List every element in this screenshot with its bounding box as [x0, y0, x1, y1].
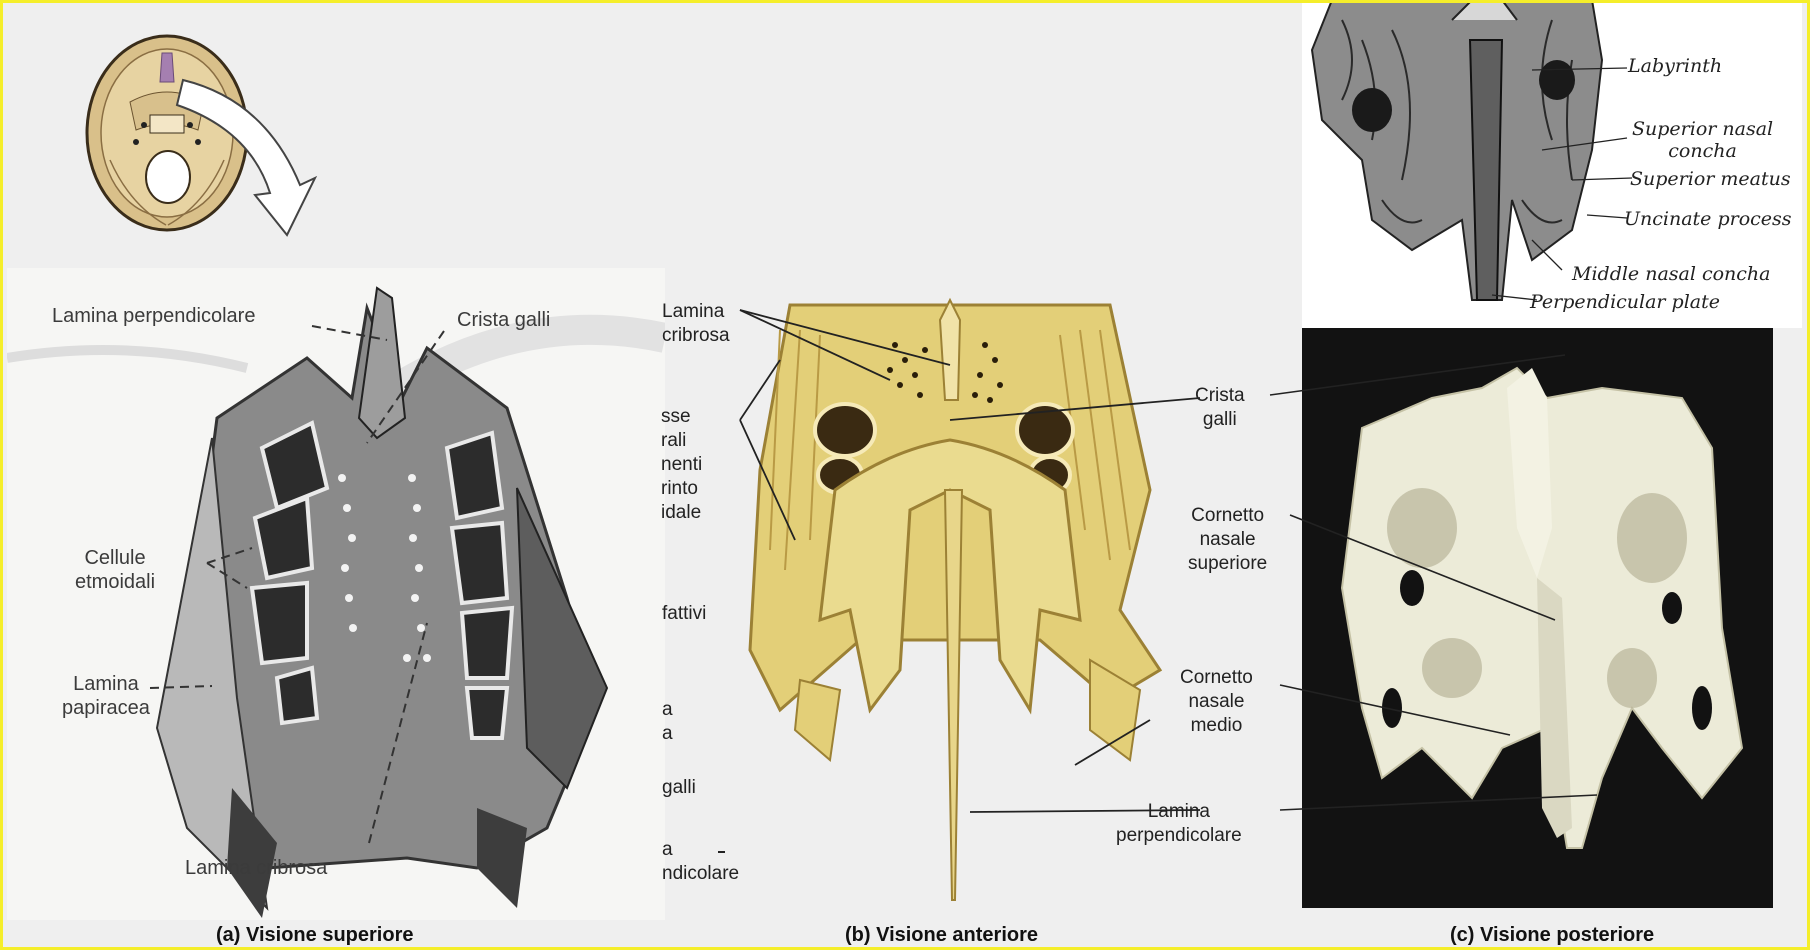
- label-b-cornetto-superiore: Cornetto nasale superiore: [1188, 504, 1267, 576]
- label-gray-uncinate-process: Uncinate process: [1624, 208, 1792, 230]
- arrow-icon: [175, 60, 335, 240]
- label-gray-perpendicular-plate: Perpendicular plate: [1530, 291, 1720, 313]
- label-b-lamina-cribrosa: Lamina cribrosa: [662, 300, 730, 348]
- truncated-label-1: sse rali nenti rinto idale: [661, 405, 702, 525]
- panel-c-leader-lines: [1260, 340, 1620, 820]
- dash-mark: [718, 851, 725, 853]
- label-a-lamina-papiracea: Lamina papiracea: [62, 672, 150, 720]
- label-gray-superior-nasal-concha: Superior nasal concha: [1632, 118, 1773, 162]
- caption-b: (b) Visione anteriore: [845, 924, 1038, 947]
- label-gray-superior-meatus: Superior meatus: [1630, 168, 1791, 190]
- ethmoid-superior-illustration: [7, 268, 665, 920]
- truncated-label-3: a a: [662, 698, 673, 746]
- gray-panel: Labyrinth Superior nasal concha Superior…: [1302, 0, 1802, 328]
- label-a-lamina-cribrosa: Lamina cribrosa: [185, 856, 327, 880]
- label-a-cellule-etmoidali: Cellule etmoidali: [75, 546, 155, 594]
- panel-b-leader-lines: [720, 300, 1260, 860]
- label-b-cornetto-medio: Cornetto nasale medio: [1180, 666, 1253, 738]
- truncated-label-4: galli: [662, 776, 696, 800]
- truncated-label-2: fattivi: [662, 602, 706, 626]
- label-gray-middle-nasal-concha: Middle nasal concha: [1572, 263, 1771, 285]
- label-a-crista-galli: Crista galli: [457, 308, 550, 332]
- label-b-crista-galli: Crista galli: [1195, 384, 1245, 432]
- label-b-lamina-perpendicolare: Lamina perpendicolare: [1116, 800, 1242, 848]
- caption-a: (a) Visione superiore: [216, 924, 413, 947]
- label-a-lamina-perpendicolare: Lamina perpendicolare: [52, 304, 255, 328]
- caption-c: (c) Visione posteriore: [1450, 924, 1654, 947]
- truncated-label-5: a ndicolare: [662, 838, 739, 886]
- panel-a: Lamina perpendicolare Crista galli Cellu…: [7, 268, 665, 920]
- label-gray-labyrinth: Labyrinth: [1628, 55, 1722, 77]
